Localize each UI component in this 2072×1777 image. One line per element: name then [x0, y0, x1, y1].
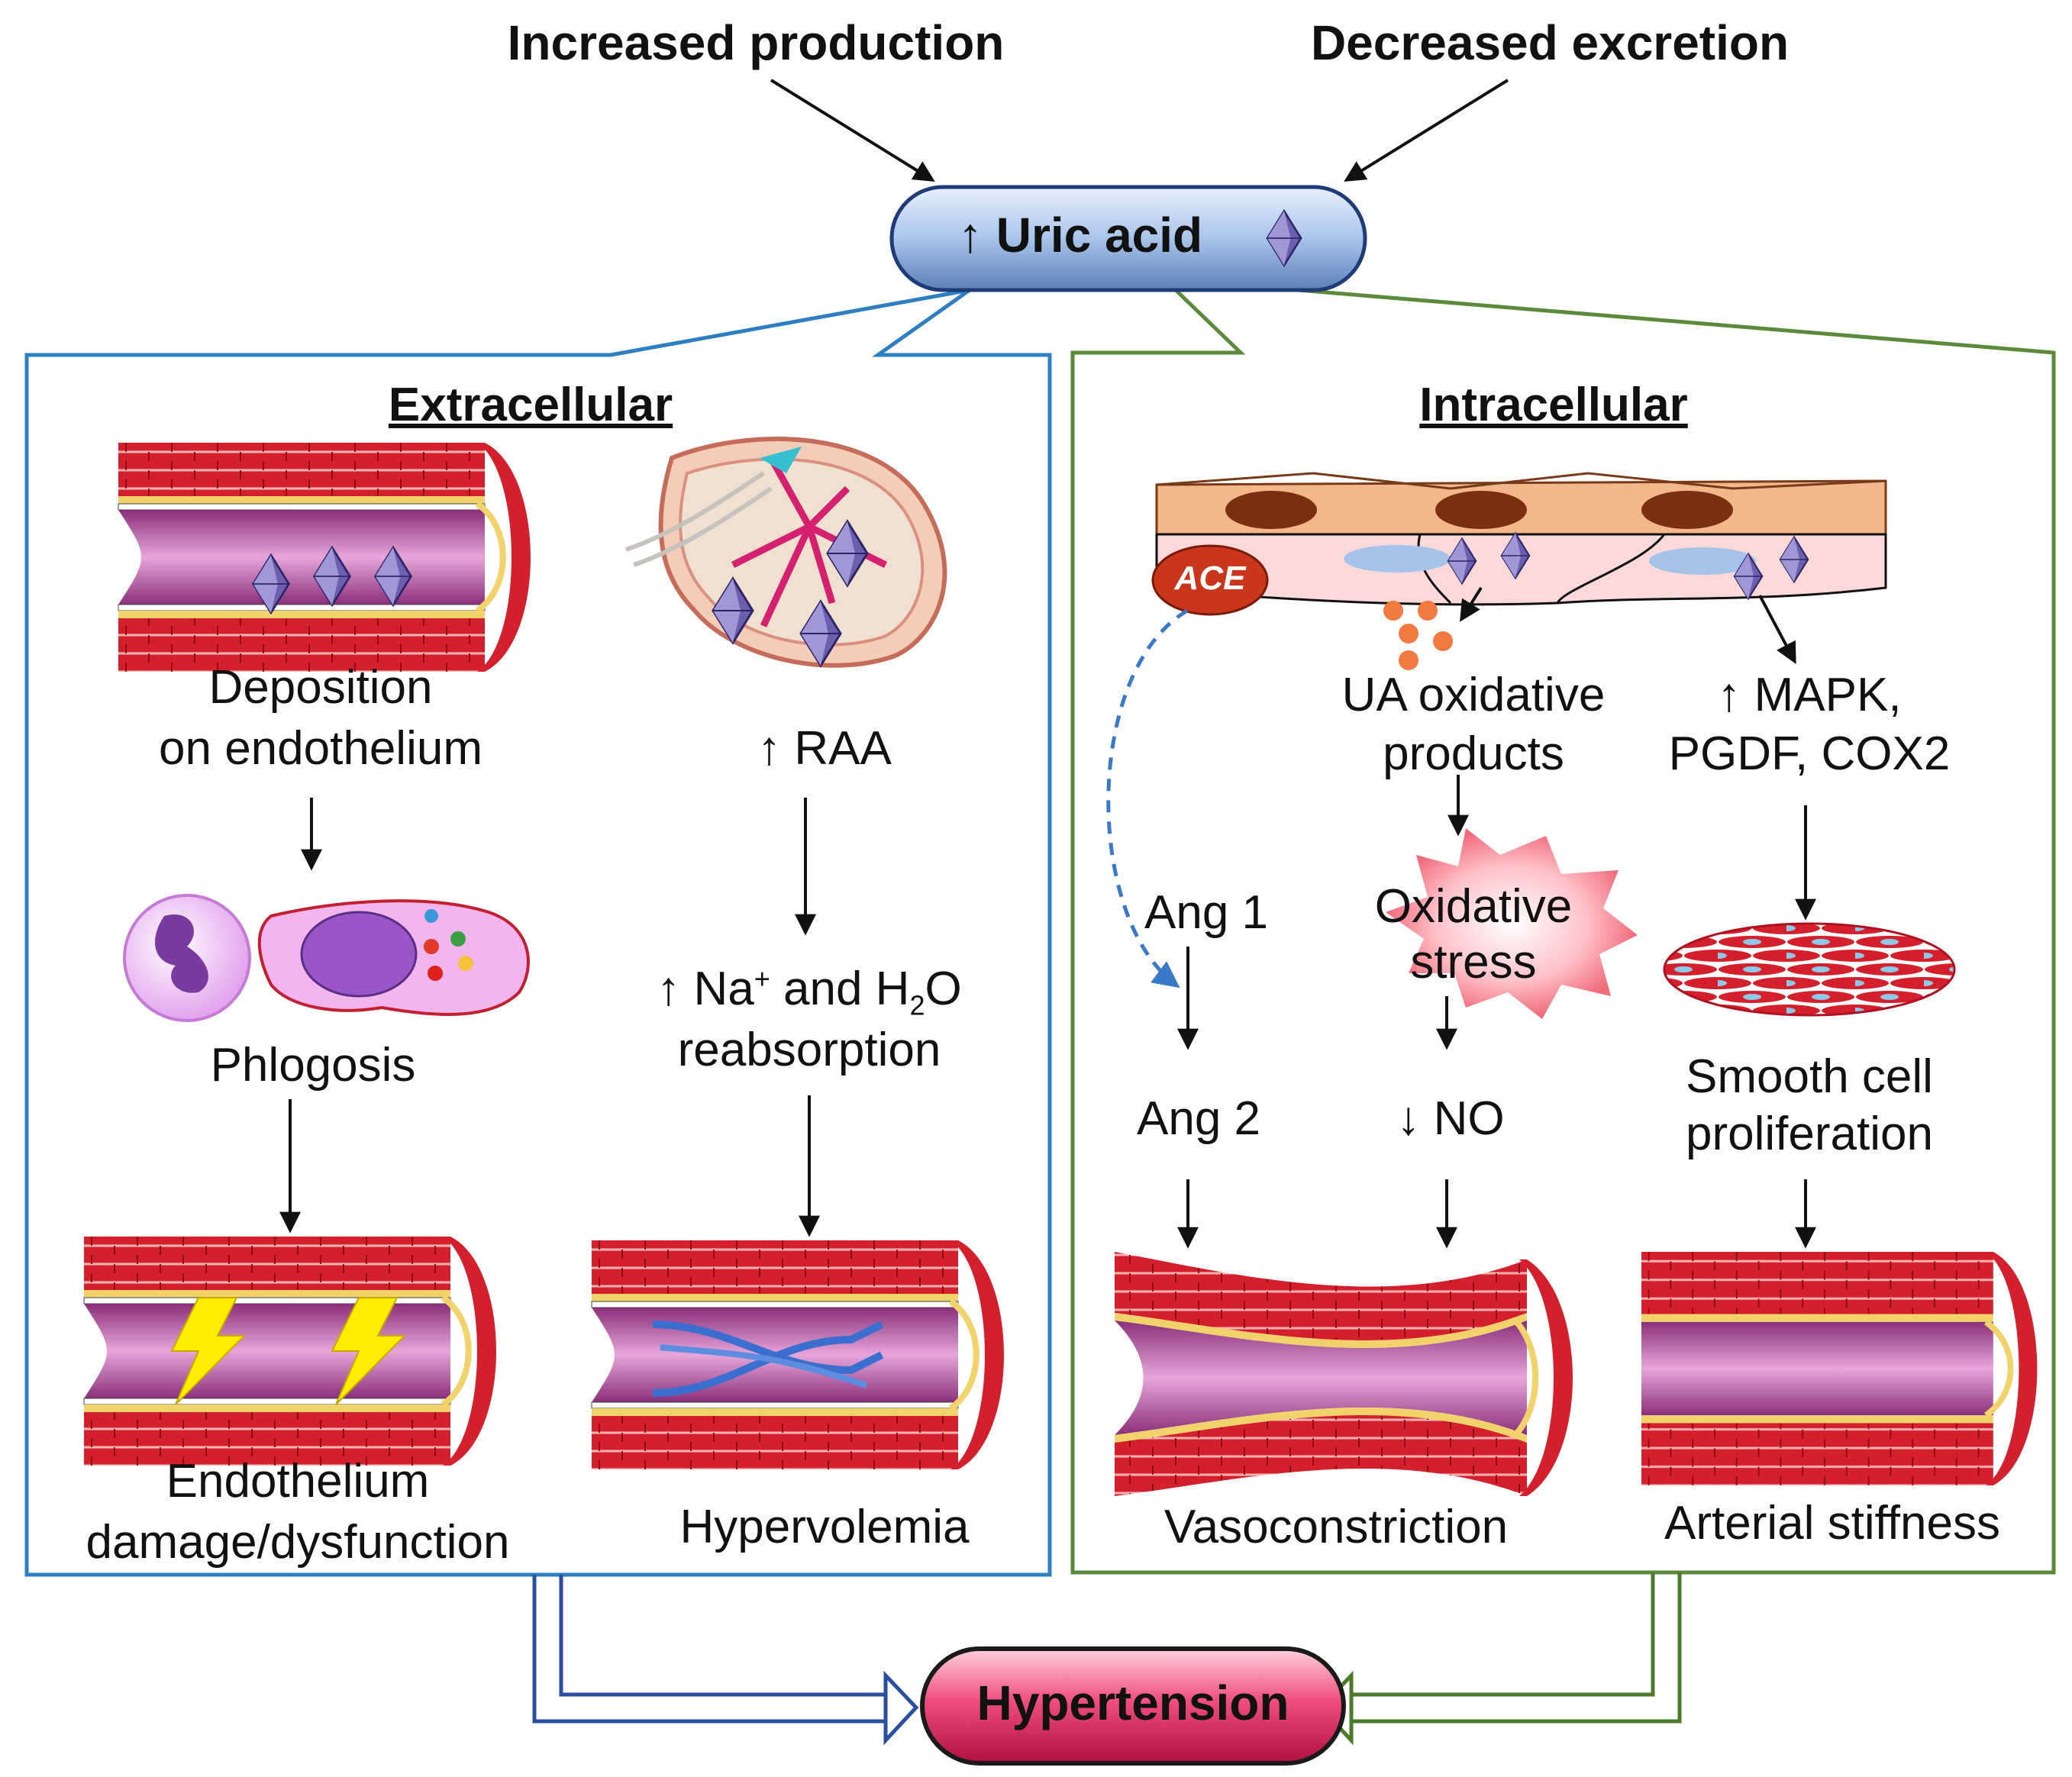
and-h-text: and H: [770, 963, 910, 1015]
hypervolemia-label: Hypervolemia: [679, 1501, 970, 1553]
decreased-excretion-label: Decreased excretion: [1310, 15, 1790, 70]
oxidative-stress-label-2: stress: [1410, 936, 1537, 988]
vessel-damage-image: [84, 1237, 496, 1466]
intracellular-to-hypertension-arrow: [1318, 1572, 1682, 1746]
smooth-cell-label-1: Smooth cell: [1686, 1050, 1933, 1103]
ang1-label: Ang 1: [1144, 886, 1269, 939]
arrow-increased-production: [770, 79, 935, 182]
reabsorption-label: reabsorption: [677, 1024, 941, 1076]
ua-oxidative-label-2: products: [1383, 727, 1564, 780]
ace-label: ACE: [1174, 560, 1246, 597]
deposition-label-1: Deposition: [208, 661, 433, 714]
hypertension-pill: [920, 1646, 1346, 1766]
oxidative-stress-label-1: Oxidative: [1374, 880, 1573, 933]
ace-dashed-arrow: [1106, 608, 1189, 988]
vessel-stiffness-image: [1641, 1252, 2038, 1485]
oxidative-stress-burst: [1386, 828, 1638, 1019]
extracellular-title: Extracellular: [388, 379, 673, 431]
uric-acid-label: ↑ Uric acid: [958, 208, 1264, 264]
mapk-label-2: PGDF, COX2: [1668, 727, 1951, 780]
ua-oxidative-label-1: UA oxidative: [1341, 669, 1606, 721]
mapk-label-1: ↑ MAPK,: [1717, 669, 1902, 721]
o-text: O: [925, 963, 962, 1015]
h2o-subscript: 2: [909, 989, 925, 1021]
na-h2o-label: ↑ Na+ and H2O: [595, 962, 1023, 1021]
na-text: ↑ Na: [657, 963, 754, 1015]
increased-production-label: Increased production: [507, 15, 1005, 70]
smooth-cell-label-2: proliferation: [1686, 1108, 1933, 1160]
uric-acid-arrow: ↑: [958, 208, 983, 263]
deposition-label-2: on endothelium: [159, 722, 482, 775]
phlogosis-image: [123, 894, 530, 1022]
endothelium-label-1: Endothelium: [166, 1455, 430, 1508]
no-label: ↓ NO: [1396, 1092, 1505, 1145]
intracellular-title: Intracellular: [1419, 379, 1688, 431]
endothelium-label-2: damage/dysfunction: [86, 1516, 510, 1569]
extracellular-to-hypertension-arrow: [532, 1575, 919, 1746]
ua-oxidative-dots: [1383, 601, 1453, 670]
extracellular-panel-border: [24, 288, 1052, 1577]
na-superscript: +: [754, 963, 770, 995]
uric-acid-pill: [889, 185, 1367, 292]
vasoconstriction-label: Vasoconstriction: [1163, 1501, 1509, 1553]
phlogosis-label: Phlogosis: [210, 1039, 416, 1092]
smooth-cells-image: [1663, 922, 1956, 1017]
arrow-decreased-excretion: [1344, 79, 1509, 182]
intracellular-panel-border: [1070, 288, 2056, 1575]
uric-acid-text: Uric acid: [996, 208, 1203, 263]
arterial-stiffness-label: Arterial stiffness: [1664, 1497, 2000, 1550]
ang2-label: Ang 2: [1136, 1092, 1261, 1145]
kidney-image: [625, 437, 947, 668]
vessel-vasoconstriction-image: [1115, 1252, 1573, 1496]
ace-blob: [1151, 544, 1269, 616]
endothelial-cells-image: [1155, 472, 1887, 606]
raa-label: ↑ RAA: [757, 722, 892, 775]
vessel-hypervolemia-image: [592, 1240, 1004, 1469]
vessel-deposition-image: [118, 443, 531, 672]
hypertension-label: Hypertension: [976, 1675, 1289, 1730]
